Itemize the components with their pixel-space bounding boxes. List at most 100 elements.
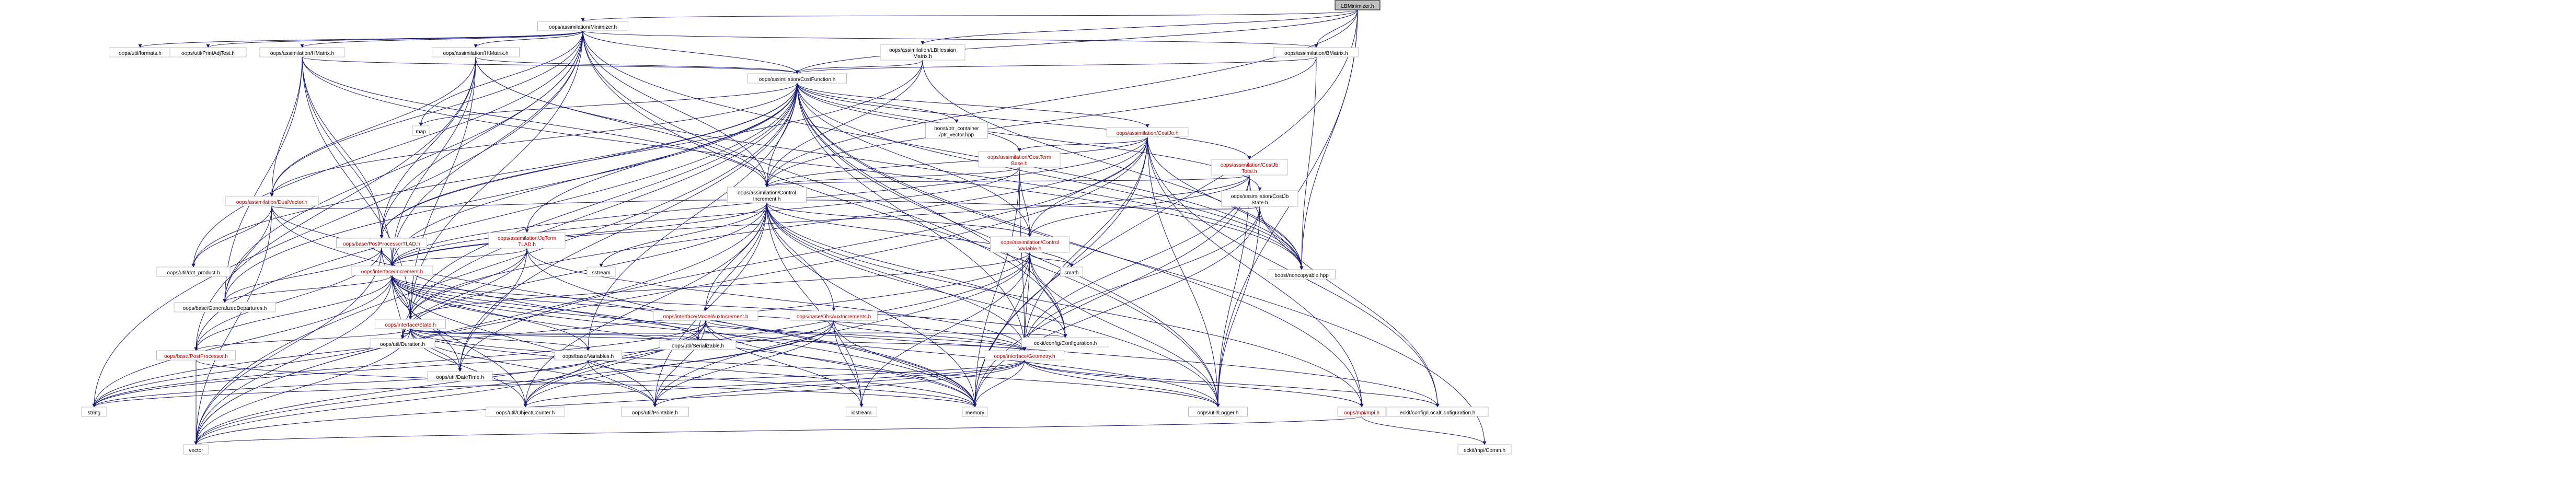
node-costfunction[interactable]: oops/assimilation/CostFunction.h bbox=[748, 73, 847, 84]
edge-state-to-configuration bbox=[410, 328, 1067, 338]
edge-costjo-to-logger bbox=[1147, 136, 1220, 408]
node-geometry[interactable]: oops/interface/Geometry.h bbox=[985, 350, 1064, 361]
edge-geometry-to-objectcounter bbox=[523, 360, 1025, 408]
edge-increment-to-string bbox=[92, 275, 393, 408]
edge-state-to-memory bbox=[410, 328, 977, 408]
edge-geometry-to-localconfig bbox=[1024, 360, 1440, 408]
edge-minimizer-to-bmatrix bbox=[582, 30, 1318, 48]
edge-variables-to-vector bbox=[194, 360, 589, 445]
node-formats[interactable]: oops/util/formats.h bbox=[109, 47, 171, 57]
edge-hmatrix-to-postprocessortlad bbox=[302, 56, 384, 239]
node-objectcounter[interactable]: oops/util/ObjectCounter.h bbox=[486, 407, 565, 417]
edge-hmatrix2-to-controlincrement bbox=[475, 56, 769, 188]
edge-mpi-to-comm bbox=[1361, 416, 1487, 445]
edge-increment-to-duration bbox=[392, 275, 405, 339]
edge-costtermbase-to-increment bbox=[390, 167, 1020, 266]
edge-lbmin-to-costfunction bbox=[795, 9, 1358, 74]
node-datetime[interactable]: oops/util/DateTime.h bbox=[427, 371, 493, 381]
edge-costjbstate-to-logger bbox=[1216, 206, 1260, 408]
edge-costfunction-to-map bbox=[419, 83, 798, 126]
node-configuration[interactable]: eckit/config/Configuration.h bbox=[1021, 337, 1109, 347]
edge-geometry-to-logger bbox=[1024, 360, 1220, 408]
edge-costjbtotal-to-logger bbox=[1216, 175, 1250, 408]
edge-modelauxincrement-to-geometry bbox=[705, 320, 1027, 351]
node-mpi[interactable]: oops/mpi/mpi.h bbox=[1337, 407, 1386, 417]
edge-costfunction-to-postprocessor bbox=[194, 83, 798, 351]
edge-increment-to-variables bbox=[392, 275, 590, 351]
edge-controlincrement-to-configuration bbox=[766, 202, 1067, 338]
edge-dualvector-to-dotproduct bbox=[191, 205, 272, 268]
node-string[interactable]: string bbox=[81, 407, 107, 417]
node-printadjtest[interactable]: oops/util/PrintAdjTest.h bbox=[169, 47, 247, 57]
node-noncopyable[interactable]: boost/noncopyable.hpp bbox=[1268, 269, 1336, 280]
edge-dualvector-to-controlincrement bbox=[271, 199, 769, 209]
node-hmatrix[interactable]: oops/assimilation/HMatrix.h bbox=[259, 47, 345, 57]
node-label: oops/util/Duration.h bbox=[380, 342, 425, 347]
node-box bbox=[925, 122, 988, 139]
edge-minimizer-to-dualvector bbox=[270, 30, 583, 197]
node-printable[interactable]: oops/util/Printable.h bbox=[621, 407, 689, 417]
node-localconfig[interactable]: eckit/config/LocalConfiguration.h bbox=[1386, 407, 1489, 417]
node-label: oops/interface/ModelAuxIncrement.h bbox=[663, 314, 749, 320]
node-sstream[interactable]: sstream bbox=[586, 266, 616, 277]
edge-lbhessian-to-controlincrement bbox=[765, 60, 923, 188]
edge-hmatrix2-to-postprocessortlad bbox=[380, 56, 476, 239]
node-increment[interactable]: oops/interface/Increment.h bbox=[351, 265, 433, 276]
edge-costfunction-to-dotproduct bbox=[191, 83, 798, 268]
node-box bbox=[81, 407, 107, 417]
node-label: oops/assimilation/CostJo.h bbox=[1117, 131, 1179, 136]
edge-state-to-geometry bbox=[410, 328, 1027, 351]
edge-minimizer-to-map bbox=[419, 30, 583, 126]
node-costjo[interactable]: oops/assimilation/CostJo.h bbox=[1106, 127, 1189, 137]
edge-obsauxincrements-to-vector bbox=[194, 320, 834, 445]
node-vector[interactable]: vector bbox=[183, 444, 209, 455]
node-postprocessor[interactable]: oops/base/PostProcessor.h bbox=[156, 350, 236, 361]
node-iostream[interactable]: iostream bbox=[846, 407, 877, 417]
node-cmath[interactable]: cmath bbox=[1060, 266, 1083, 277]
edge-controlvariable-to-state bbox=[408, 252, 1030, 320]
node-postprocessortlad[interactable]: oops/base/PostProcessorTLAD.h bbox=[336, 238, 427, 248]
node-bmatrix[interactable]: oops/assimilation/BMatrix.h bbox=[1273, 47, 1359, 57]
node-ptrvector[interactable]: boost/ptr_container/ptr_vector.hpp bbox=[925, 122, 988, 139]
node-box bbox=[537, 21, 628, 31]
node-label: oops/interface/Increment.h bbox=[361, 269, 423, 275]
edge-costfunction-to-ptrvector bbox=[797, 83, 959, 123]
node-label: oops/assimilation/HtMatrix.h bbox=[443, 51, 508, 56]
node-variables[interactable]: oops/base/Variables.h bbox=[554, 350, 622, 361]
edge-costfunction-to-costjbtotal bbox=[797, 83, 1251, 160]
node-label: State.h bbox=[1251, 200, 1268, 206]
edge-costfunction-to-geometry bbox=[797, 83, 1027, 351]
edge-state-to-serializable bbox=[410, 328, 700, 341]
node-logger[interactable]: oops/util/Logger.h bbox=[1188, 407, 1248, 417]
node-lbmin: LBMinimizer.h bbox=[1335, 0, 1381, 10]
node-hmatrix2[interactable]: oops/assimilation/HtMatrix.h bbox=[432, 47, 520, 57]
node-label: iostream bbox=[852, 410, 871, 416]
node-box bbox=[156, 266, 231, 277]
node-serializable[interactable]: oops/util/Serializable.h bbox=[659, 340, 737, 350]
dependency-edges bbox=[92, 9, 1487, 445]
node-minimizer[interactable]: oops/assimilation/Minimizer.h bbox=[537, 21, 628, 31]
node-obsauxincrements[interactable]: oops/base/ObsAuxIncrements.h bbox=[790, 310, 878, 321]
node-state[interactable]: oops/interface/State.h bbox=[375, 319, 446, 329]
node-duration[interactable]: oops/util/Duration.h bbox=[370, 338, 435, 349]
node-modelauxincrement[interactable]: oops/interface/ModelAuxIncrement.h bbox=[653, 310, 758, 321]
edge-state-to-postprocessor bbox=[194, 328, 411, 351]
node-comm[interactable]: eckit/mpi/Comm.h bbox=[1457, 444, 1512, 455]
edge-bmatrix-to-noncopyable bbox=[1300, 56, 1317, 270]
node-label: oops/assimilation/CostTerm bbox=[987, 155, 1051, 160]
node-gendepartures[interactable]: oops/base/GeneralizedDepartures.h bbox=[174, 302, 276, 312]
edge-obsauxincrements-to-memory bbox=[833, 320, 977, 408]
node-box bbox=[486, 407, 565, 417]
node-memory[interactable]: memory bbox=[962, 407, 988, 417]
node-dualvector[interactable]: oops/assimilation/DualVector.h bbox=[225, 196, 319, 206]
node-map[interactable]: map bbox=[412, 125, 430, 136]
node-dotproduct[interactable]: oops/util/dot_product.h bbox=[156, 266, 231, 277]
node-box bbox=[174, 302, 276, 312]
